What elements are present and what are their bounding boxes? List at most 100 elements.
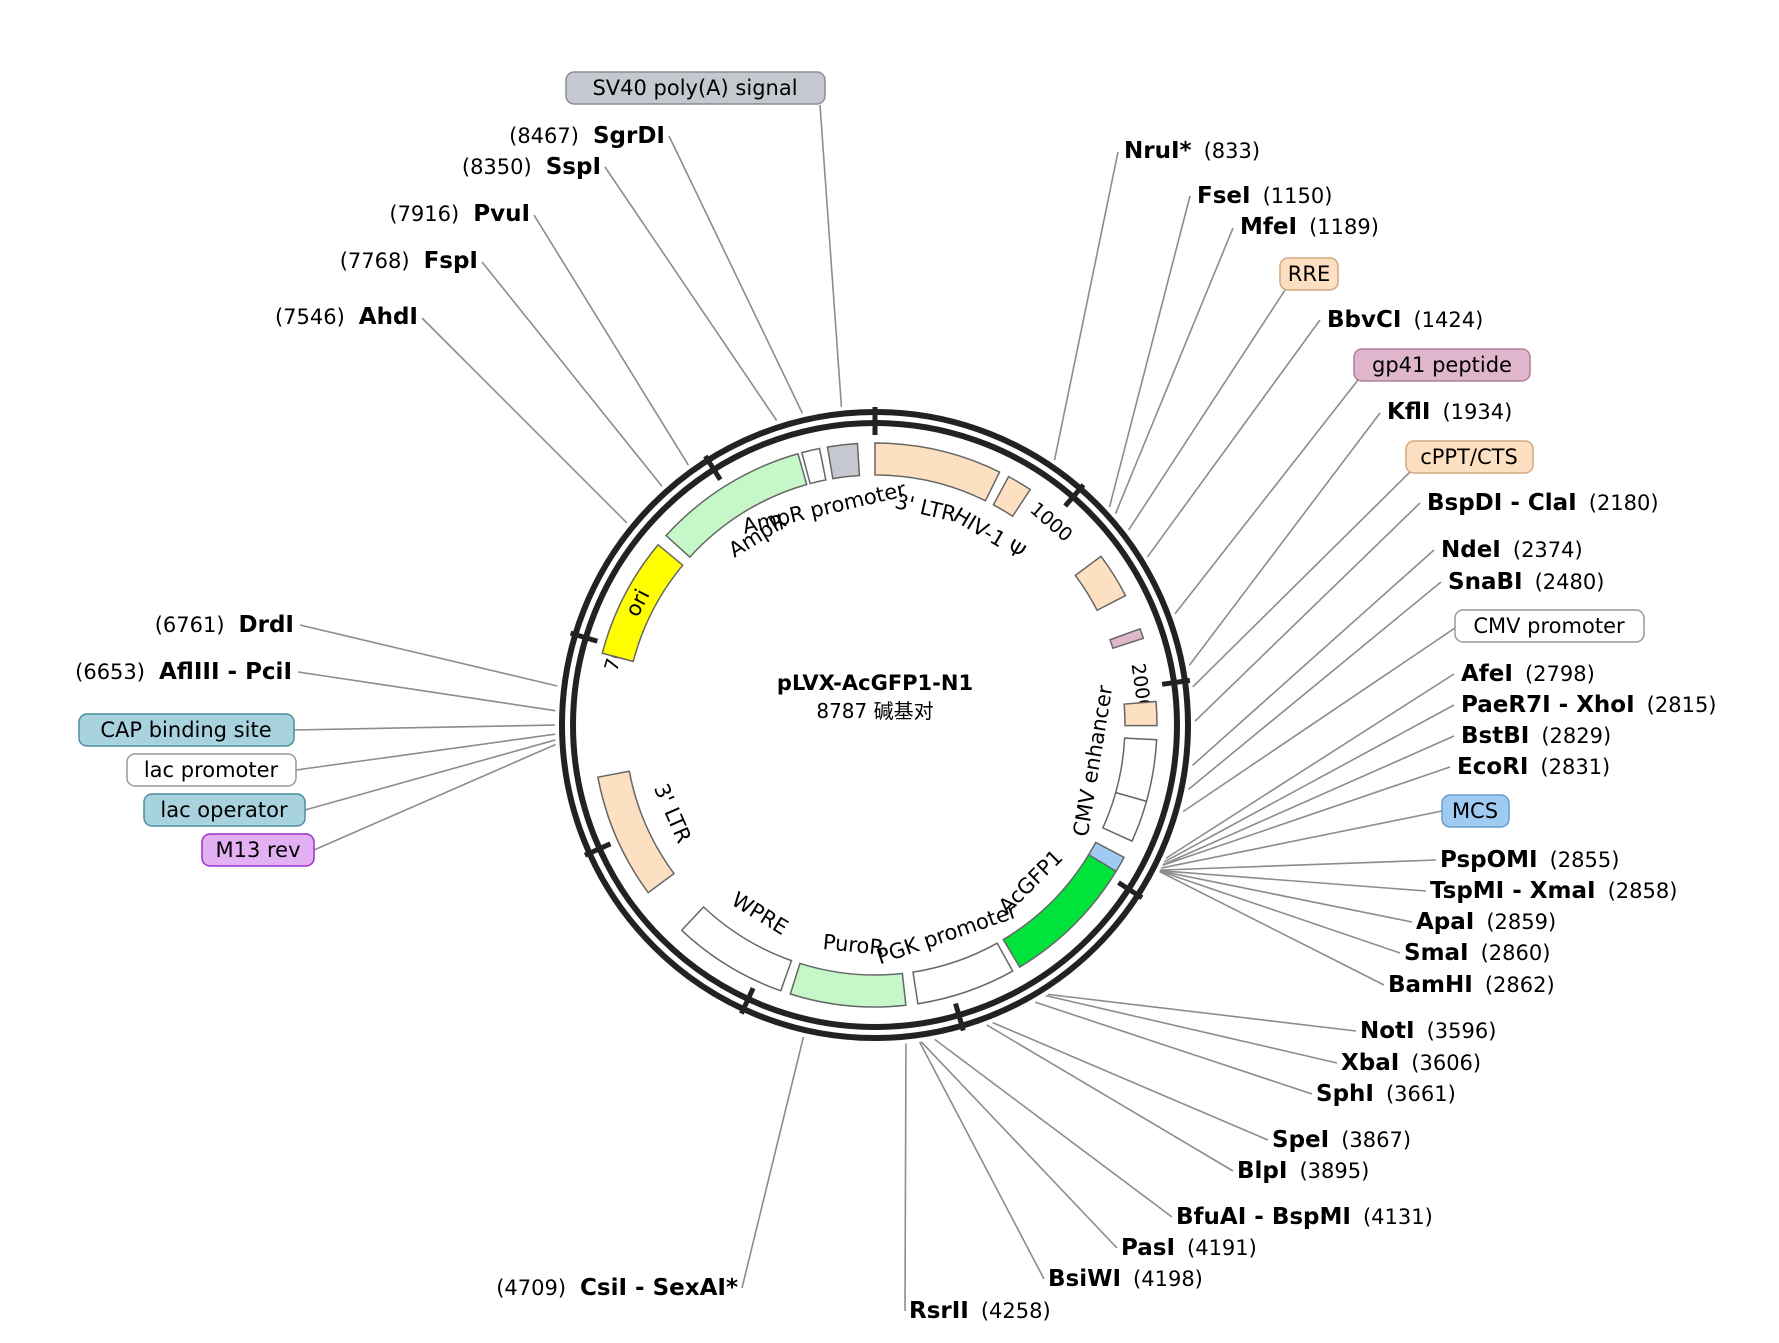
site-leader-line bbox=[1194, 502, 1421, 722]
feature-arc bbox=[789, 962, 907, 1008]
site-ndei: NdeI(2374) bbox=[1441, 537, 1583, 563]
feature-arc bbox=[1101, 791, 1148, 843]
site-nrui: NruI*(833) bbox=[1124, 138, 1260, 164]
label-box bbox=[1441, 794, 1510, 828]
label-text: CMV promoter bbox=[1473, 614, 1625, 638]
site-sspi: (8350)SspI bbox=[462, 154, 601, 180]
site-leader-line bbox=[1191, 549, 1435, 767]
feature-arc bbox=[800, 447, 827, 485]
feature-arc bbox=[874, 442, 1001, 502]
label-text: CAP binding site bbox=[100, 718, 271, 742]
feature-arc bbox=[680, 905, 793, 992]
site-pvui: (7916)PvuI bbox=[389, 201, 530, 227]
site-leader-line bbox=[1159, 870, 1413, 923]
feature-inner-label: PuroR bbox=[822, 930, 885, 960]
feature-leader-line bbox=[304, 739, 556, 811]
label-box bbox=[565, 71, 826, 105]
site-afei: AfeI(2798) bbox=[1461, 661, 1595, 687]
site-leader-line bbox=[920, 1041, 1118, 1249]
site-pspomi: PspOMI(2855) bbox=[1440, 847, 1619, 873]
tick-mark bbox=[703, 454, 723, 482]
label-box bbox=[78, 713, 295, 747]
feature-arc bbox=[601, 543, 684, 663]
site-pasi: PasI(4191) bbox=[1121, 1235, 1257, 1261]
site-xmai: TspMI - XmaI(2858) bbox=[1430, 878, 1677, 904]
label-lac-promoter: lac promoter bbox=[126, 753, 297, 787]
feature-leader-line bbox=[819, 104, 843, 407]
site-pcii: (6653)AflIII - PciI bbox=[75, 659, 292, 685]
site-ahdi: (7546)AhdI bbox=[275, 304, 418, 330]
label-text: lac operator bbox=[160, 798, 288, 822]
feature-leader-line bbox=[1128, 289, 1286, 531]
site-spei: SpeI(3867) bbox=[1272, 1127, 1411, 1153]
site-drdi: (6761)DrdI bbox=[155, 612, 294, 638]
label-lac-operator: lac operator bbox=[143, 793, 306, 827]
site-kfli: KflI(1934) bbox=[1387, 399, 1512, 425]
site-leader-line bbox=[299, 624, 558, 687]
site-leader-line bbox=[1159, 869, 1427, 892]
site-noti: NotI(3596) bbox=[1360, 1018, 1496, 1044]
site-bbvci: BbvCI(1424) bbox=[1327, 307, 1483, 333]
label-text: lac promoter bbox=[144, 758, 279, 782]
label-box bbox=[1454, 609, 1645, 643]
tick-mark bbox=[1117, 880, 1144, 900]
feature-arc bbox=[1074, 555, 1127, 612]
label-text: gp41 peptide bbox=[1372, 353, 1512, 377]
feature-arc bbox=[664, 452, 808, 559]
site-ecori: EcoRI(2831) bbox=[1457, 754, 1610, 780]
feature-leader-line bbox=[1182, 627, 1456, 813]
site-leader-line bbox=[1146, 319, 1321, 558]
label-sv40-polya: SV40 poly(A) signal bbox=[565, 71, 826, 105]
site-leader-line bbox=[1187, 581, 1442, 790]
label-box bbox=[1353, 348, 1531, 382]
feature-arcs bbox=[596, 442, 1158, 1008]
feature-inner-label: WPRE bbox=[727, 887, 792, 939]
feature-arc bbox=[826, 442, 861, 480]
site-leader-line bbox=[1108, 195, 1191, 508]
label-text: SV40 poly(A) signal bbox=[592, 76, 797, 100]
label-cmv-promoter: CMV promoter bbox=[1454, 609, 1645, 643]
site-sexai: (4709)CsiI - SexAI* bbox=[496, 1275, 738, 1301]
label-text: RRE bbox=[1288, 262, 1330, 286]
label-box bbox=[1405, 440, 1534, 474]
label-cppt: cPPT/CTS bbox=[1405, 440, 1534, 474]
site-fspi: (7768)FspI bbox=[340, 248, 478, 274]
label-m13-rev: M13 rev bbox=[201, 833, 315, 867]
site-sphi: SphI(3661) bbox=[1316, 1081, 1456, 1107]
site-leader-line bbox=[1047, 993, 1357, 1032]
site-leader-line bbox=[1163, 704, 1455, 863]
label-text: M13 rev bbox=[215, 838, 300, 862]
site-labels-left: (4709)CsiI - SexAI* (6761)DrdI (6653)Afl… bbox=[75, 123, 738, 1301]
site-leader-line bbox=[1034, 1001, 1313, 1095]
tick-mark bbox=[569, 630, 599, 644]
feature-inner-label: HIV-1 Ψ bbox=[949, 503, 1029, 564]
site-sgrdi: (8467)SgrDI bbox=[509, 123, 665, 149]
feature-leader-line bbox=[1192, 471, 1411, 688]
site-bspmi: BfuAI - BspMI(4131) bbox=[1176, 1204, 1433, 1230]
site-xhoi: PaeR7I - XhoI(2815) bbox=[1461, 692, 1717, 718]
site-claI: BspDI - ClaI(2180) bbox=[1427, 490, 1659, 516]
site-rsrii: RsrII(4258) bbox=[909, 1298, 1051, 1324]
label-mcs: MCS bbox=[1441, 794, 1510, 828]
site-smai: SmaI(2860) bbox=[1404, 940, 1550, 966]
leader-lines bbox=[293, 104, 1456, 1312]
label-box bbox=[143, 793, 306, 827]
feature-arc bbox=[912, 942, 1014, 1005]
site-leader-line bbox=[421, 317, 628, 524]
feature-arc bbox=[1002, 853, 1118, 969]
tick-mark bbox=[1063, 483, 1086, 508]
site-mfei: MfeI(1189) bbox=[1240, 214, 1379, 240]
feature-leader-line bbox=[1174, 379, 1359, 615]
label-text: cPPT/CTS bbox=[1420, 445, 1518, 469]
site-fsei: FseI(1150) bbox=[1197, 183, 1332, 209]
feature-inner-label: 3' LTR bbox=[649, 780, 696, 846]
label-cap-site: CAP binding site bbox=[78, 713, 295, 747]
site-leader-line bbox=[741, 1036, 805, 1289]
label-gp41: gp41 peptide bbox=[1353, 348, 1531, 382]
site-leader-line bbox=[1165, 673, 1455, 860]
label-box bbox=[126, 753, 297, 787]
site-bamhi: BamHI(2862) bbox=[1388, 972, 1555, 998]
tick-mark bbox=[1161, 677, 1191, 687]
site-leader-line bbox=[1045, 994, 1338, 1064]
tick-mark bbox=[583, 841, 612, 858]
